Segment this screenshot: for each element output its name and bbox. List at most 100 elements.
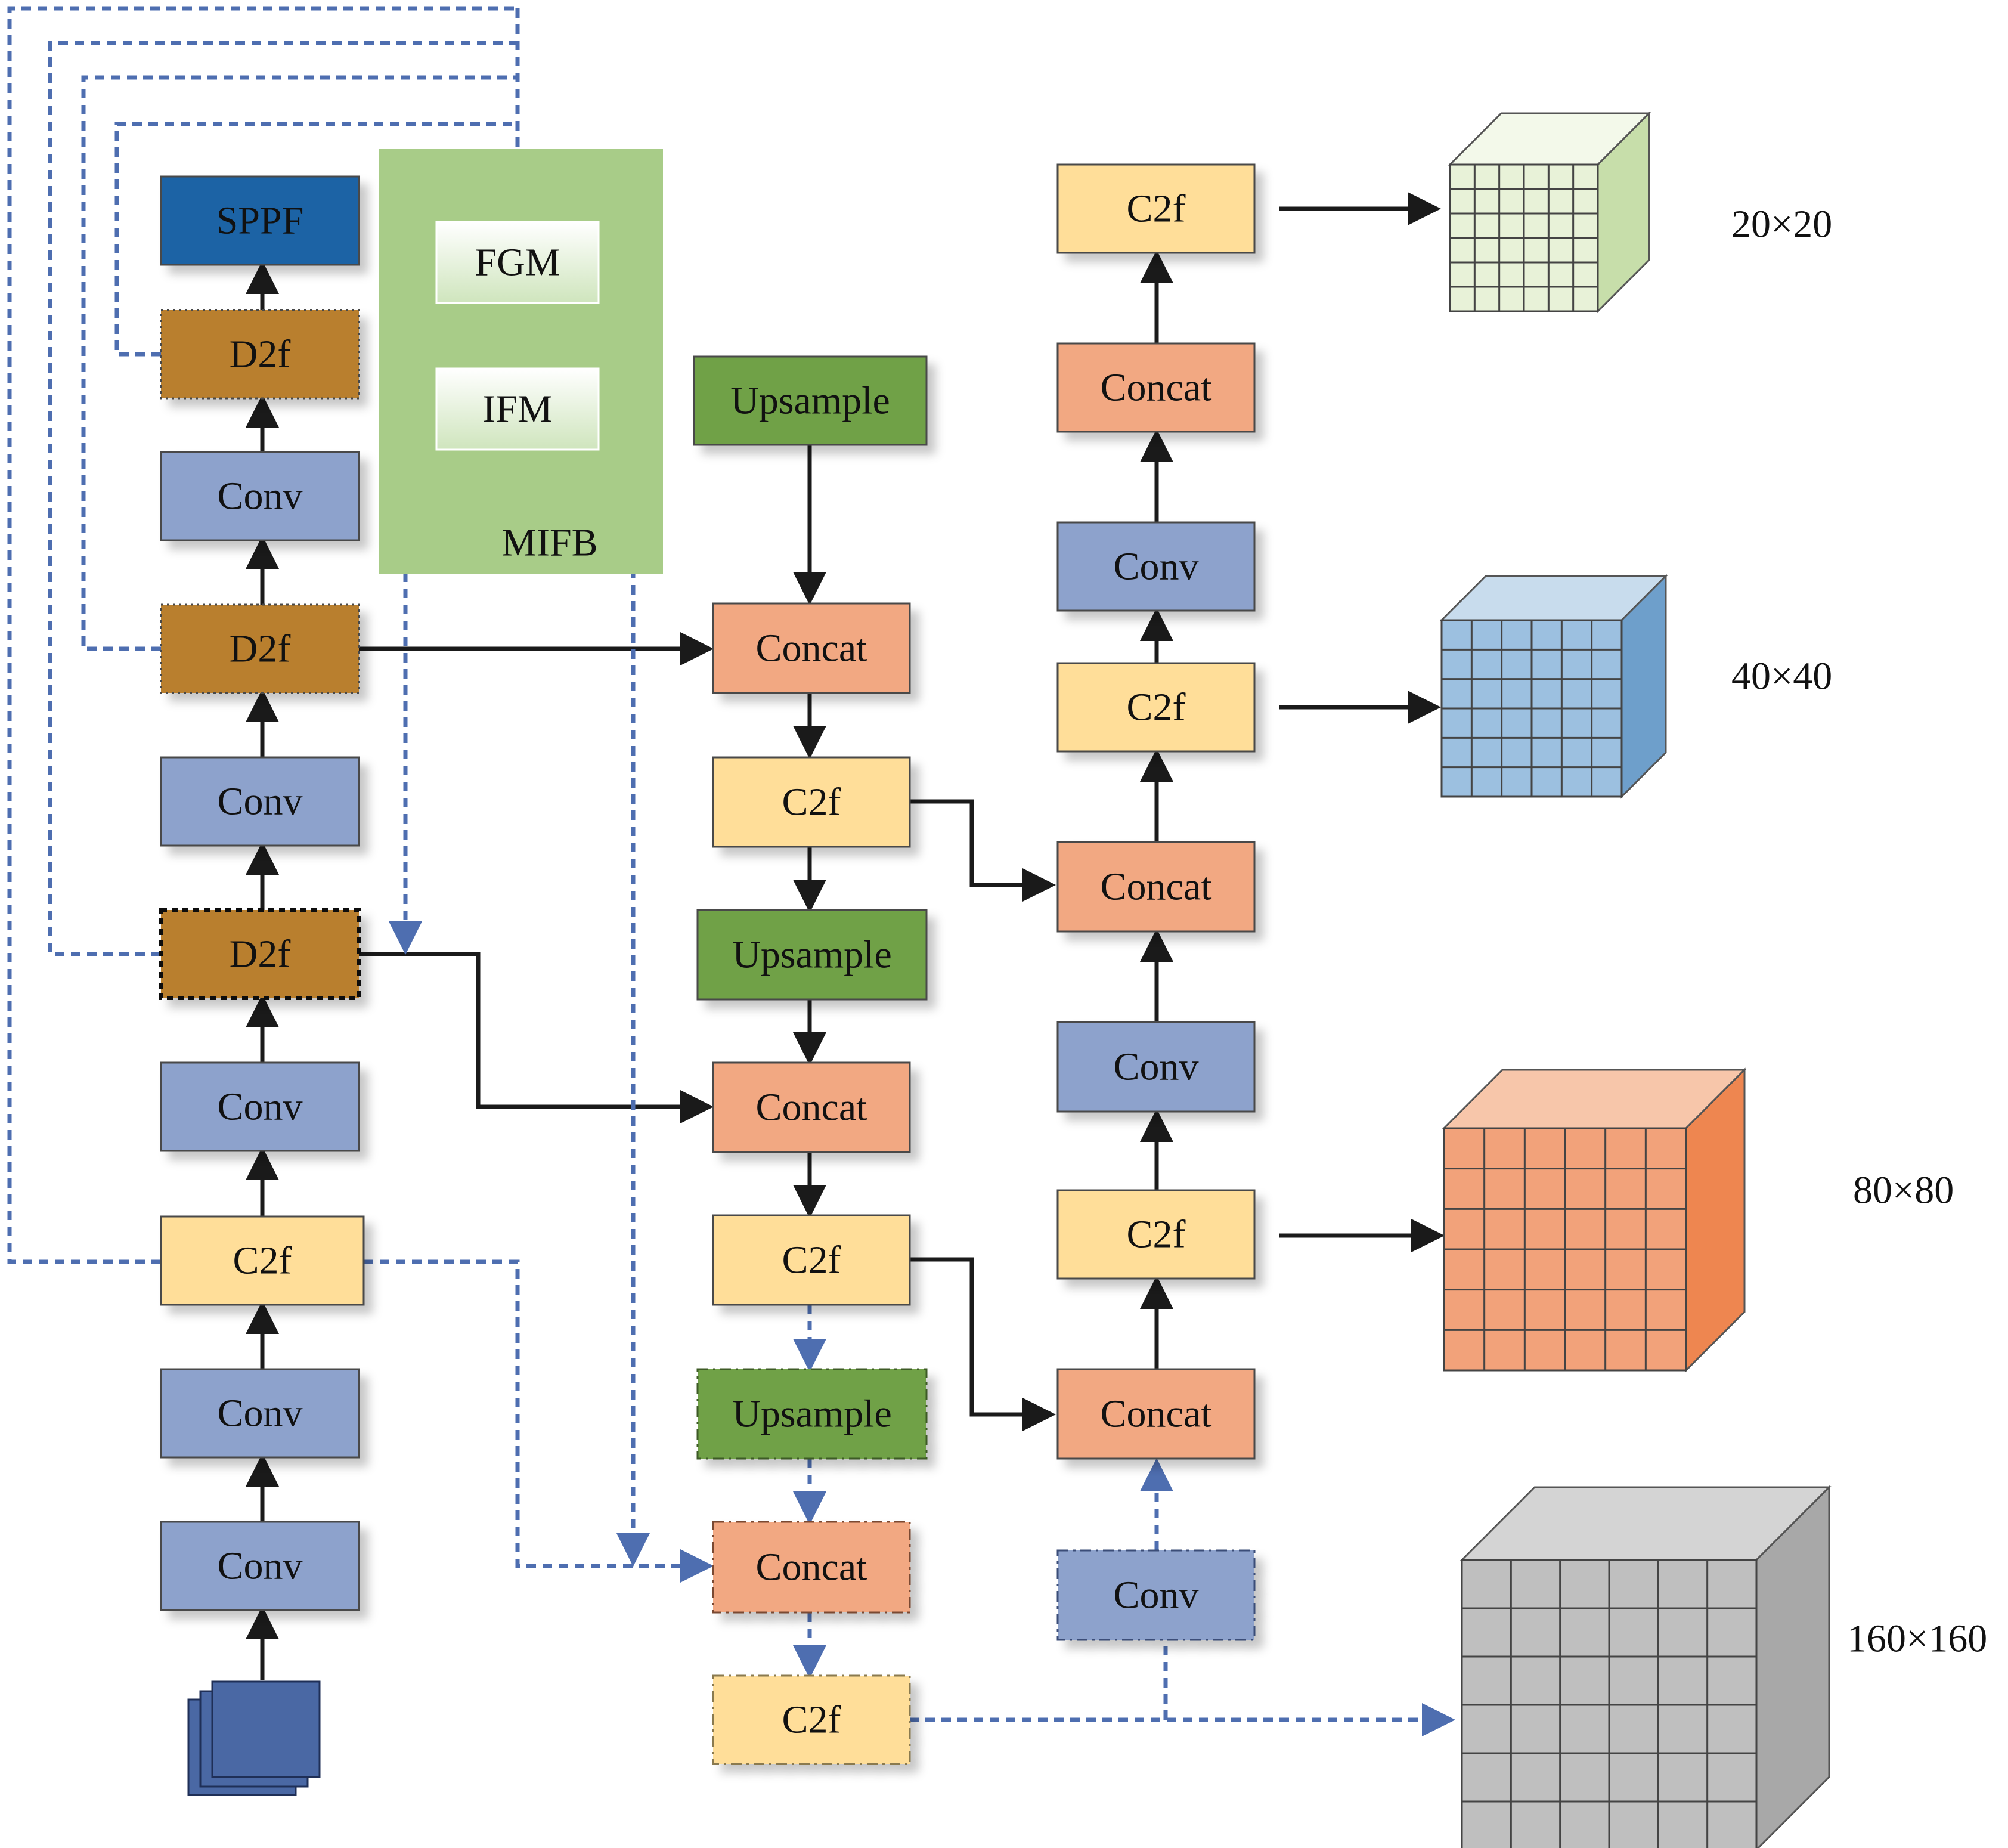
- c2f-backbone-label: C2f: [233, 1239, 292, 1283]
- c2f-out1-block: C2f: [1056, 163, 1256, 254]
- conv-c-label: Conv: [1113, 1574, 1198, 1617]
- c2f-3-label: C2f: [782, 1698, 841, 1742]
- arrow-c2f1-to-concat-b: [909, 799, 1056, 902]
- conv-a-label: Conv: [1113, 545, 1198, 589]
- conv-2-block: Conv: [160, 756, 360, 847]
- dashed-c2f-to-concat3: [364, 1259, 714, 1583]
- output-cubes: [1439, 111, 1832, 1848]
- d2f-top-block: D2f: [160, 309, 360, 400]
- conv-4-block: Conv: [160, 1368, 360, 1459]
- concat-a-label: Concat: [1101, 366, 1212, 410]
- conv-c-block: Conv: [1056, 1549, 1256, 1641]
- upsample-1-block: Upsample: [693, 355, 928, 446]
- conv-b-label: Conv: [1113, 1045, 1198, 1089]
- concat-b-box: [1056, 841, 1256, 933]
- d2f-mid-label: D2f: [230, 627, 291, 671]
- c2f-backbone-box: [160, 1215, 365, 1306]
- dashed-ifm-to-d2flow: [389, 407, 435, 955]
- cube-40x40: [1439, 574, 1668, 799]
- sppf-box: [160, 175, 360, 266]
- concat-2-block: Concat: [712, 1061, 911, 1153]
- arrow-d2flow-to-concat2: [359, 952, 714, 1123]
- concat-b-label: Concat: [1101, 865, 1212, 909]
- c2f-out3-label: C2f: [1127, 1213, 1186, 1256]
- sppf-block: SPPF: [160, 175, 360, 266]
- stacked-image-input-icon: [187, 1680, 321, 1796]
- cube-160x160: [1459, 1485, 1832, 1848]
- d2f-top-box: [160, 309, 360, 400]
- d2f-low-box: [159, 908, 361, 1000]
- d2f-low-label: D2f: [230, 933, 291, 976]
- upsample-2-block: Upsample: [696, 909, 928, 1001]
- c2f-2-box: [712, 1214, 911, 1306]
- ifm-block: [435, 367, 600, 451]
- concat-c-box: [1056, 1368, 1256, 1460]
- dashed-d2ftop-to-fgm: [114, 122, 518, 357]
- mifb-module: FGM IFM MIFB: [379, 149, 663, 574]
- c2f-out2-box: [1056, 662, 1256, 753]
- c2f-backbone-block: C2f: [160, 1215, 365, 1306]
- c2f-out1-label: C2f: [1127, 187, 1186, 231]
- concat-b-block: Concat: [1056, 841, 1256, 933]
- c2f-2-label: C2f: [782, 1239, 841, 1282]
- upsample-2-box: [696, 909, 928, 1001]
- conv-b-box: [1056, 1021, 1256, 1113]
- block-layer: SPPFD2fConvD2fConvD2fConvC2fConvConvUpsa…: [159, 163, 1256, 1765]
- concat-c-block: Concat: [1056, 1368, 1256, 1460]
- concat-1-label: Concat: [756, 627, 867, 670]
- c2f-1-label: C2f: [782, 781, 841, 824]
- conv-1-box: [160, 451, 360, 541]
- conv-a-block: Conv: [1056, 521, 1256, 612]
- upsample-3-block: Upsample: [696, 1368, 928, 1460]
- conv-5-block: Conv: [160, 1521, 360, 1611]
- scale-label-80: 80×80: [1853, 1169, 1954, 1212]
- mifb-label: MIFB: [501, 521, 597, 565]
- c2f-out3-block: C2f: [1056, 1189, 1256, 1280]
- conv-2-label: Conv: [217, 780, 302, 824]
- dashed-c2f-to-fgm: [7, 6, 518, 1264]
- d2f-mid-box: [160, 603, 360, 694]
- c2f-2-block: C2f: [712, 1214, 911, 1306]
- dashed-d2flow-to-fgm: [48, 41, 518, 956]
- conv-4-box: [160, 1368, 360, 1459]
- c2f-1-box: [712, 756, 911, 848]
- ifm-label: IFM: [482, 388, 552, 431]
- scale-label-40: 40×40: [1731, 655, 1832, 698]
- concat-c-label: Concat: [1101, 1392, 1212, 1436]
- concat-1-block: Concat: [712, 602, 911, 694]
- concat-3-box: [712, 1521, 911, 1614]
- concat-a-block: Concat: [1056, 342, 1256, 433]
- d2f-mid-block: D2f: [160, 603, 360, 694]
- conv-3-block: Conv: [160, 1061, 360, 1152]
- conv-b-block: Conv: [1056, 1021, 1256, 1113]
- conv-c-box: [1056, 1549, 1256, 1641]
- scale-label-20: 20×20: [1731, 203, 1832, 246]
- dashed-ifm-to-concat3: [600, 407, 650, 1567]
- conv-5-box: [160, 1521, 360, 1611]
- mifb-background: [379, 149, 663, 574]
- c2f-3-box: [712, 1674, 911, 1765]
- conv-4-label: Conv: [217, 1392, 302, 1435]
- c2f-out2-block: C2f: [1056, 662, 1256, 753]
- cube-20x20: [1448, 111, 1651, 314]
- fgm-block: [435, 221, 600, 304]
- conv-5-label: Conv: [217, 1544, 302, 1588]
- scale-label-160: 160×160: [1847, 1617, 1987, 1661]
- cube-80x80: [1442, 1067, 1747, 1373]
- conv-a-box: [1056, 521, 1256, 612]
- c2f-out1-box: [1056, 163, 1256, 254]
- concat-3-block: Concat: [712, 1521, 911, 1614]
- c2f-out2-label: C2f: [1127, 686, 1186, 729]
- conv-3-label: Conv: [217, 1085, 302, 1129]
- c2f-1-block: C2f: [712, 756, 911, 848]
- conv-1-block: Conv: [160, 451, 360, 541]
- d2f-low-block: D2f: [159, 908, 361, 1000]
- c2f-3-block: C2f: [712, 1674, 911, 1765]
- concat-a-box: [1056, 342, 1256, 433]
- d2f-top-label: D2f: [230, 333, 291, 376]
- sppf-label: SPPF: [216, 199, 304, 243]
- arrow-c2f2-to-concat-c: [909, 1257, 1056, 1431]
- concat-2-box: [712, 1061, 911, 1153]
- upsample-1-label: Upsample: [730, 379, 890, 423]
